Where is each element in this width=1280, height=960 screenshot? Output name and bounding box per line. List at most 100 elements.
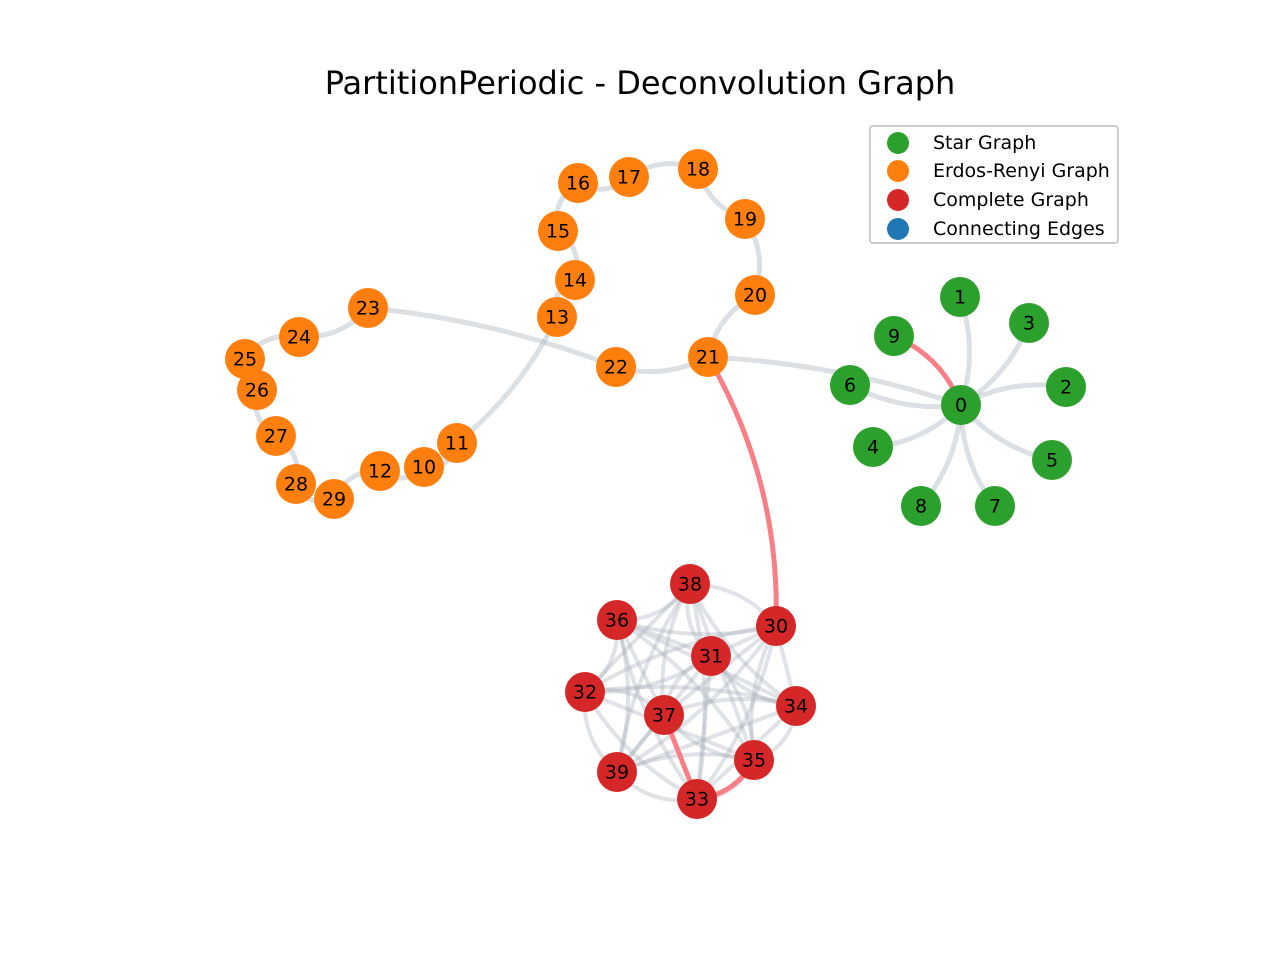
node-label-24: 24 (287, 327, 311, 349)
node-circle-18 (678, 149, 718, 189)
node-circle-17 (609, 157, 649, 197)
node-circle-26 (237, 370, 277, 410)
node-38: 38 (670, 564, 710, 604)
node-circle-31 (691, 636, 731, 676)
node-circle-6 (830, 365, 870, 405)
node-2: 2 (1046, 367, 1086, 407)
node-label-5: 5 (1046, 450, 1058, 472)
node-11: 11 (437, 423, 477, 463)
node-label-27: 27 (264, 426, 288, 448)
node-circle-14 (555, 260, 595, 300)
node-circle-37 (644, 695, 684, 735)
node-label-3: 3 (1023, 313, 1035, 335)
node-circle-23 (348, 288, 388, 328)
node-label-12: 12 (368, 461, 392, 483)
node-22: 22 (596, 347, 636, 387)
node-circle-11 (437, 423, 477, 463)
node-label-13: 13 (545, 307, 569, 329)
node-26: 26 (237, 370, 277, 410)
node-33: 33 (677, 779, 717, 819)
node-circle-7 (975, 486, 1015, 526)
node-circle-8 (901, 486, 941, 526)
node-circle-2 (1046, 367, 1086, 407)
node-label-1: 1 (954, 287, 966, 309)
node-label-32: 32 (573, 682, 597, 704)
node-circle-35 (734, 740, 774, 780)
node-circle-27 (256, 416, 296, 456)
node-circle-4 (853, 427, 893, 467)
node-9: 9 (874, 316, 914, 356)
node-label-11: 11 (445, 433, 469, 455)
node-circle-34 (776, 686, 816, 726)
node-label-10: 10 (412, 457, 436, 479)
node-label-28: 28 (284, 474, 308, 496)
node-30: 30 (756, 606, 796, 646)
node-circle-0 (941, 385, 981, 425)
legend-label-connecting: Connecting Edges (933, 218, 1105, 240)
legend-item-connecting: Connecting Edges (871, 215, 1105, 243)
node-14: 14 (555, 260, 595, 300)
node-label-38: 38 (678, 574, 702, 596)
node-circle-19 (725, 199, 765, 239)
node-circle-21 (688, 337, 728, 377)
node-circle-9 (874, 316, 914, 356)
chart-title: PartitionPeriodic - Deconvolution Graph (324, 64, 956, 102)
legend-label-complete: Complete Graph (933, 189, 1089, 211)
legend-item-star: Star Graph (871, 129, 1036, 157)
node-34: 34 (776, 686, 816, 726)
node-4: 4 (853, 427, 893, 467)
node-19: 19 (725, 199, 765, 239)
node-circle-15 (538, 211, 578, 251)
legend-item-erdos: Erdos-Renyi Graph (871, 157, 1110, 185)
node-label-35: 35 (742, 750, 766, 772)
legend-label-star: Star Graph (933, 132, 1037, 154)
edge-34-39 (615, 704, 798, 774)
node-6: 6 (830, 365, 870, 405)
edge-33-38 (688, 582, 707, 801)
legend-marker-erdos (887, 160, 909, 182)
node-circle-1 (940, 277, 980, 317)
node-label-23: 23 (356, 298, 380, 320)
node-label-9: 9 (888, 326, 900, 348)
node-circle-24 (279, 317, 319, 357)
node-circle-22 (596, 347, 636, 387)
node-label-4: 4 (867, 437, 879, 459)
node-circle-10 (404, 447, 444, 487)
node-8: 8 (901, 486, 941, 526)
node-32: 32 (565, 672, 605, 712)
node-circle-32 (565, 672, 605, 712)
node-13: 13 (537, 297, 577, 337)
node-circle-12 (360, 451, 400, 491)
node-27: 27 (256, 416, 296, 456)
node-3: 3 (1009, 303, 1049, 343)
node-label-0: 0 (955, 395, 967, 417)
node-31: 31 (691, 636, 731, 676)
edge-30-32 (583, 624, 778, 694)
node-16: 16 (558, 163, 598, 203)
node-label-16: 16 (566, 173, 590, 195)
node-7: 7 (975, 486, 1015, 526)
node-36: 36 (597, 600, 637, 640)
node-circle-38 (670, 564, 710, 604)
node-39: 39 (597, 752, 637, 792)
node-circle-36 (597, 600, 637, 640)
node-17: 17 (609, 157, 649, 197)
legend-marker-connecting (887, 218, 909, 240)
node-20: 20 (735, 275, 775, 315)
node-circle-13 (537, 297, 577, 337)
legend: Star Graph Erdos-Renyi Graph Complete Gr… (869, 125, 1119, 244)
edge-35-36 (615, 618, 756, 762)
node-18: 18 (678, 149, 718, 189)
node-5: 5 (1032, 440, 1072, 480)
node-label-18: 18 (686, 159, 710, 181)
node-label-33: 33 (685, 789, 709, 811)
node-circle-33 (677, 779, 717, 819)
node-label-34: 34 (784, 696, 808, 718)
node-29: 29 (314, 479, 354, 519)
node-label-30: 30 (764, 616, 788, 638)
node-label-8: 8 (915, 496, 927, 518)
node-label-37: 37 (652, 705, 676, 727)
node-label-29: 29 (322, 489, 346, 511)
legend-marker-star (887, 132, 909, 154)
